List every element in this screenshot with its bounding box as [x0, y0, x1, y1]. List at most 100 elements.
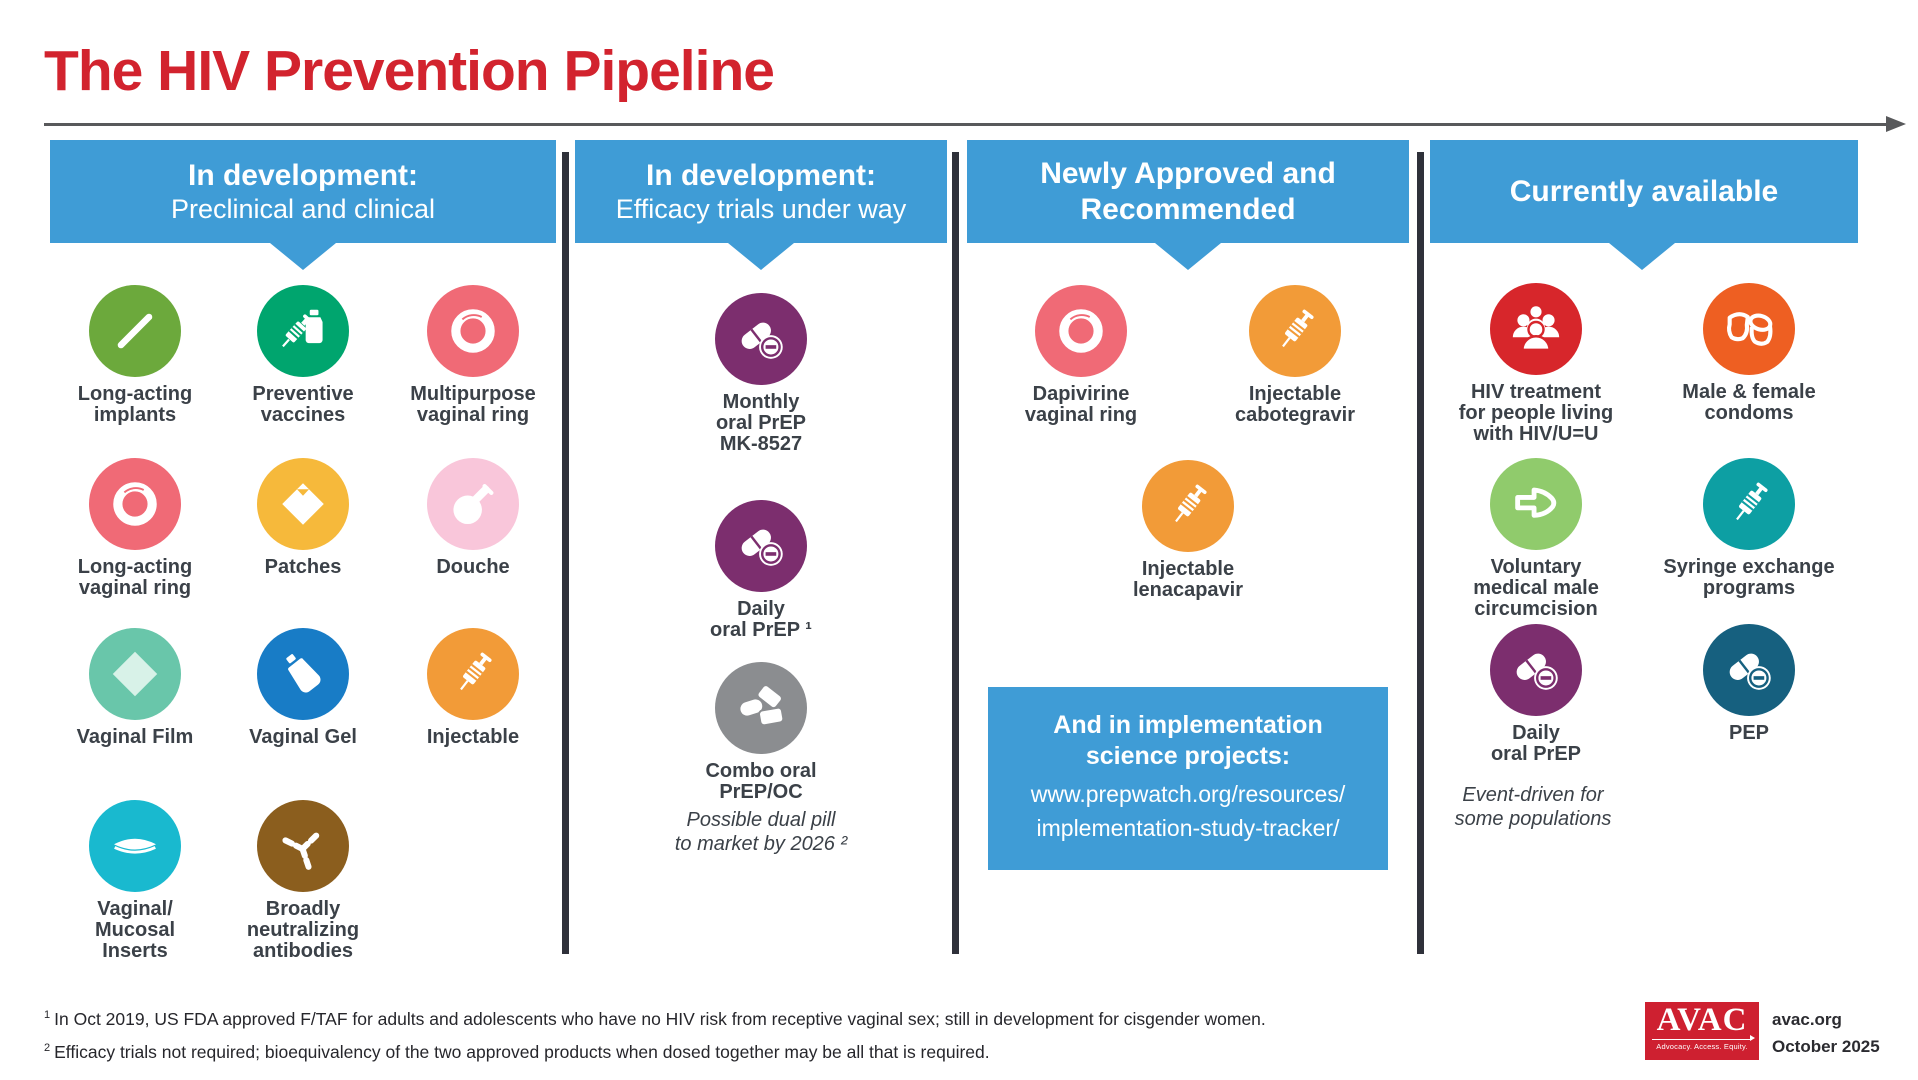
item-label: Vaginal Gel [249, 726, 357, 748]
header-line1: In development: [187, 158, 419, 192]
douche-icon [427, 458, 519, 550]
item-label: Injectable cabotegravir [1234, 383, 1356, 426]
item-label: Monthly oral PrEP MK-8527 [715, 391, 807, 455]
timeline-line [44, 123, 1890, 126]
implant-icon [89, 285, 181, 377]
item-label: Voluntary medical male circumcision [1473, 556, 1599, 620]
vaccine-icon [257, 285, 349, 377]
header-line2: Efficacy trials under way [615, 193, 907, 224]
condoms-icon [1703, 283, 1795, 375]
pills-icon [715, 662, 807, 754]
header-line2: Recommended [1080, 193, 1296, 226]
header-pointer-icon [1609, 243, 1675, 270]
circumcision-icon [1490, 458, 1582, 550]
pipeline-item: Broadly neutralizing antibodies [203, 800, 403, 962]
item-label: Daily oral PrEP ¹ [710, 598, 812, 641]
item-label: Preventive vaccines [252, 383, 354, 426]
publication-date: October 2025 [1772, 1037, 1880, 1056]
pill-icon [1703, 624, 1795, 716]
column-divider [1417, 152, 1424, 954]
pipeline-item: Monthly oral PrEP MK-8527 [651, 293, 871, 455]
pipeline-item: Injectable cabotegravir [1188, 285, 1402, 426]
item-label: Dapivirine vaginal ring [1024, 383, 1138, 426]
insert-icon [89, 800, 181, 892]
ring-icon [1035, 285, 1127, 377]
avac-logo-wordmark: AVAC [1656, 1002, 1748, 1038]
pipeline-item: Long-acting implants [35, 285, 235, 426]
header-line1: Currently available [1509, 175, 1779, 208]
pipeline-item: Multipurpose vaginal ring [373, 285, 573, 426]
item-label: Patches [264, 556, 342, 578]
people-icon [1490, 283, 1582, 375]
item-label: Combo oral PrEP/OC [705, 760, 817, 803]
pipeline-item: Injectable lenacapavir [1081, 460, 1295, 601]
avac-logo-tagline: Advocacy. Access. Equity. [1652, 1035, 1755, 1051]
item-label: PEP [1728, 722, 1770, 744]
item-label: Daily oral PrEP [1490, 722, 1582, 765]
pipeline-item: Combo oral PrEP/OC [651, 662, 871, 803]
callout-heading: And in implementation science projects: [1053, 711, 1323, 770]
publisher-site: avac.org [1772, 1010, 1842, 1029]
pipeline-item: Vaginal/ Mucosal Inserts [35, 800, 235, 962]
header-line1: Newly Approved and [1040, 157, 1336, 190]
pipeline-item: Preventive vaccines [203, 285, 403, 426]
item-label: HIV treatment for people living with HIV… [1458, 381, 1614, 445]
header-line2: Preclinical and clinical [170, 193, 436, 224]
pipeline-item: Daily oral PrEP ¹ [651, 500, 871, 641]
note-event-driven: Event-driven for some populations [1454, 784, 1612, 830]
item-label: Injectable [426, 726, 520, 748]
antibody-icon [257, 800, 349, 892]
film-icon [89, 628, 181, 720]
syringe-icon [427, 628, 519, 720]
item-label: Injectable lenacapavir [1132, 558, 1244, 601]
footnote-2-text: Efficacy trials not required; bioequival… [54, 1041, 990, 1062]
column-header-newly-approved: Newly Approved and Recommended [967, 140, 1409, 243]
publication-info: avac.org October 2025 [1772, 1006, 1880, 1060]
page-title: The HIV Prevention Pipeline [44, 39, 775, 103]
pill-icon [1490, 624, 1582, 716]
callout-link-resources[interactable]: www.prepwatch.org/resources/ [1030, 781, 1346, 807]
pipeline-item: Patches [203, 458, 403, 578]
pipeline-item: Daily oral PrEP [1420, 624, 1652, 765]
pill-icon [715, 293, 807, 385]
item-label: Multipurpose vaginal ring [410, 383, 536, 426]
pipeline-item: Vaginal Film [35, 628, 235, 748]
item-label: Vaginal/ Mucosal Inserts [94, 898, 176, 962]
patch-icon [257, 458, 349, 550]
header-line1: In development: [645, 158, 877, 192]
footnote-1-marker: 1 [44, 1009, 51, 1021]
syringe-icon [1249, 285, 1341, 377]
pipeline-item: Douche [373, 458, 573, 578]
pipeline-item: Injectable [373, 628, 573, 748]
pipeline-item: Male & female condoms [1633, 283, 1865, 424]
header-pointer-icon [728, 243, 794, 270]
pipeline-item: PEP [1633, 624, 1865, 744]
item-label: Douche [436, 556, 510, 578]
pill-icon [715, 500, 807, 592]
item-label: Broadly neutralizing antibodies [246, 898, 360, 962]
avac-logo: AVAC Advocacy. Access. Equity. [1645, 1002, 1759, 1060]
column-divider [562, 152, 569, 954]
header-pointer-icon [270, 243, 336, 270]
callout-link-study-tracker[interactable]: implementation-study-tracker/ [1036, 815, 1340, 842]
implementation-callout: And in implementation science projects: … [988, 687, 1388, 870]
ring-icon [89, 458, 181, 550]
header-pointer-icon [1155, 243, 1221, 270]
column-divider [952, 152, 959, 954]
column-header-preclinical: In development: Preclinical and clinical [50, 140, 556, 243]
syringe-icon [1142, 460, 1234, 552]
syringe-icon [1703, 458, 1795, 550]
gel-icon [257, 628, 349, 720]
note-dual-pill: Possible dual pill to market by 2026 ² [674, 809, 848, 855]
item-label: Long-acting implants [77, 383, 193, 426]
pipeline-item: Syringe exchange programs [1633, 458, 1865, 599]
timeline-arrowhead-icon [1886, 116, 1906, 132]
pipeline-item: HIV treatment for people living with HIV… [1420, 283, 1652, 445]
item-label: Male & female condoms [1682, 381, 1816, 424]
footnote-2-marker: 2 [44, 1041, 51, 1054]
column-header-efficacy-trials: In development: Efficacy trials under wa… [575, 140, 947, 243]
